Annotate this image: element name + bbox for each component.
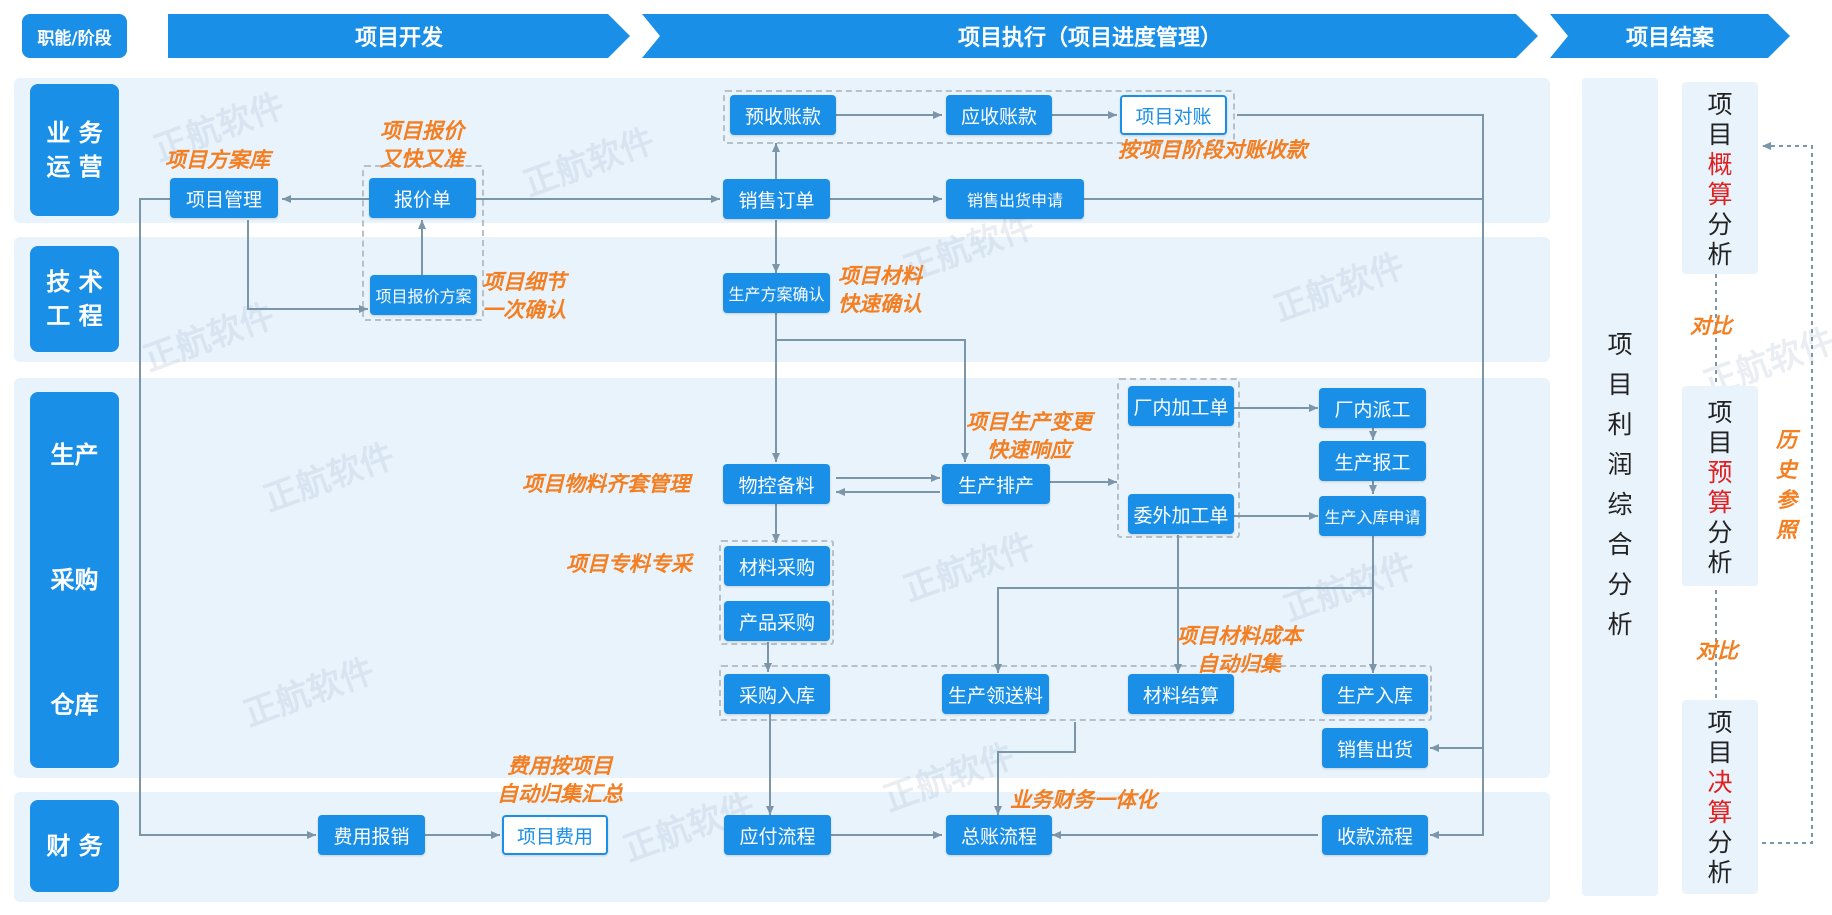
node-payable-flow[interactable]: 应付流程 [724,815,831,855]
node-project-mgmt[interactable]: 项目管理 [170,178,278,218]
node-receipt-flow[interactable]: 收款流程 [1322,815,1428,855]
note-detail-confirm: 项目细节 一次确认 [482,270,566,322]
estimate-panel [1682,82,1758,274]
final-label-pre: 项 目 [1707,708,1733,767]
node-material-settle[interactable]: 材料结算 [1128,674,1234,714]
node-quote-plan[interactable]: 项目报价方案 [370,275,477,315]
node-sales-order[interactable]: 销售订单 [723,179,830,219]
note-change-response: 项目生产变更 快速响应 [966,410,1092,462]
node-outsource-order[interactable]: 委外加工单 [1128,494,1234,534]
node-material-prep[interactable]: 物控备料 [723,464,830,504]
note-biz-fin: 业务财务一体化 [1010,788,1157,812]
budget-label-post: 分 析 [1707,518,1733,577]
note-material-kit: 项目物料齐套管理 [522,472,690,496]
row-label-purchase: 采购 [50,565,99,594]
note-plan-library: 项目方案库 [165,148,270,172]
estimate-label-post: 分 析 [1707,210,1733,269]
estimate-label-pre: 项 目 [1707,90,1733,149]
node-inhouse-dispatch[interactable]: 厂内派工 [1319,388,1426,428]
note-cost-collect: 项目材料成本 自动归集 [1176,624,1302,676]
stage-label: 职能/阶段 [22,14,127,58]
node-prod-report[interactable]: 生产报工 [1319,441,1426,481]
note-material-confirm: 项目材料 快速确认 [838,264,922,316]
budget-label-highlight: 预 算 [1707,458,1733,517]
budget-label-pre: 项 目 [1707,398,1733,457]
node-prod-schedule[interactable]: 生产排产 [942,464,1050,504]
note-dedicated-purchase: 项目专料专采 [566,552,692,576]
note-quote-fast: 项目报价 又快又准 [380,119,464,171]
node-ledger-flow[interactable]: 总账流程 [946,815,1052,855]
group-warehouse [719,665,1432,721]
node-advance-receipt[interactable]: 预收账款 [730,95,836,135]
estimate-label: 项 目 概 算 分 析 [1682,90,1758,270]
node-prod-inbound[interactable]: 生产入库 [1322,674,1428,714]
note-reconcile-stage: 按项目阶段对账收款 [1118,138,1307,162]
row-label-tech: 技 术 工 程 [30,246,119,352]
node-prod-plan-confirm[interactable]: 生产方案确认 [723,273,830,313]
node-material-purchase[interactable]: 材料采购 [724,546,830,586]
node-purchase-inbound[interactable]: 采购入库 [724,674,830,714]
node-quote[interactable]: 报价单 [369,178,476,218]
estimate-label-highlight: 概 算 [1707,150,1733,209]
node-prod-material-issue[interactable]: 生产领送料 [942,674,1049,714]
row-label-warehouse: 仓库 [50,691,99,720]
budget-label: 项 目 预 算 分 析 [1682,398,1758,578]
final-label-post: 分 析 [1707,828,1733,887]
node-inhouse-order[interactable]: 厂内加工单 [1128,386,1234,426]
profit-analysis-label: 项 目 利 润 综 合 分 析 [1607,330,1633,639]
note-compare-2: 对比 [1696,639,1738,663]
node-project-expense[interactable]: 项目费用 [502,815,608,855]
budget-panel [1682,386,1758,586]
phase-execute-header: 项目执行（项目进度管理） [642,14,1538,58]
node-prod-inbound-request[interactable]: 生产入库申请 [1319,496,1426,536]
final-panel [1682,700,1758,894]
group-quote [362,165,484,321]
row-label-business: 业 务 运 营 [30,84,119,216]
profit-analysis-panel [1582,78,1658,896]
final-label-highlight: 决 算 [1707,768,1733,827]
final-label: 项 目 决 算 分 析 [1682,708,1758,888]
phase-close-header: 项目结案 [1550,14,1790,58]
node-project-reconcile[interactable]: 项目对账 [1120,95,1227,135]
note-history-reference: 历 史 参 照 [1776,428,1797,542]
node-expense-claim[interactable]: 费用报销 [318,815,425,855]
phase-develop-header: 项目开发 [168,14,630,58]
row-label-production: 生产 [50,440,99,469]
node-sales-ship-request[interactable]: 销售出货申请 [946,179,1084,219]
node-sales-shipment[interactable]: 销售出货 [1322,728,1428,768]
row-label-finance: 财 务 [30,800,119,892]
note-compare-1: 对比 [1690,314,1732,338]
row-label-production-group: 生产 采购 仓库 [30,392,119,768]
node-receivable[interactable]: 应收账款 [946,95,1052,135]
node-product-purchase[interactable]: 产品采购 [724,601,830,641]
group-receivables [723,90,1235,144]
note-expense-collect: 费用按项目 自动归集汇总 [497,754,623,806]
